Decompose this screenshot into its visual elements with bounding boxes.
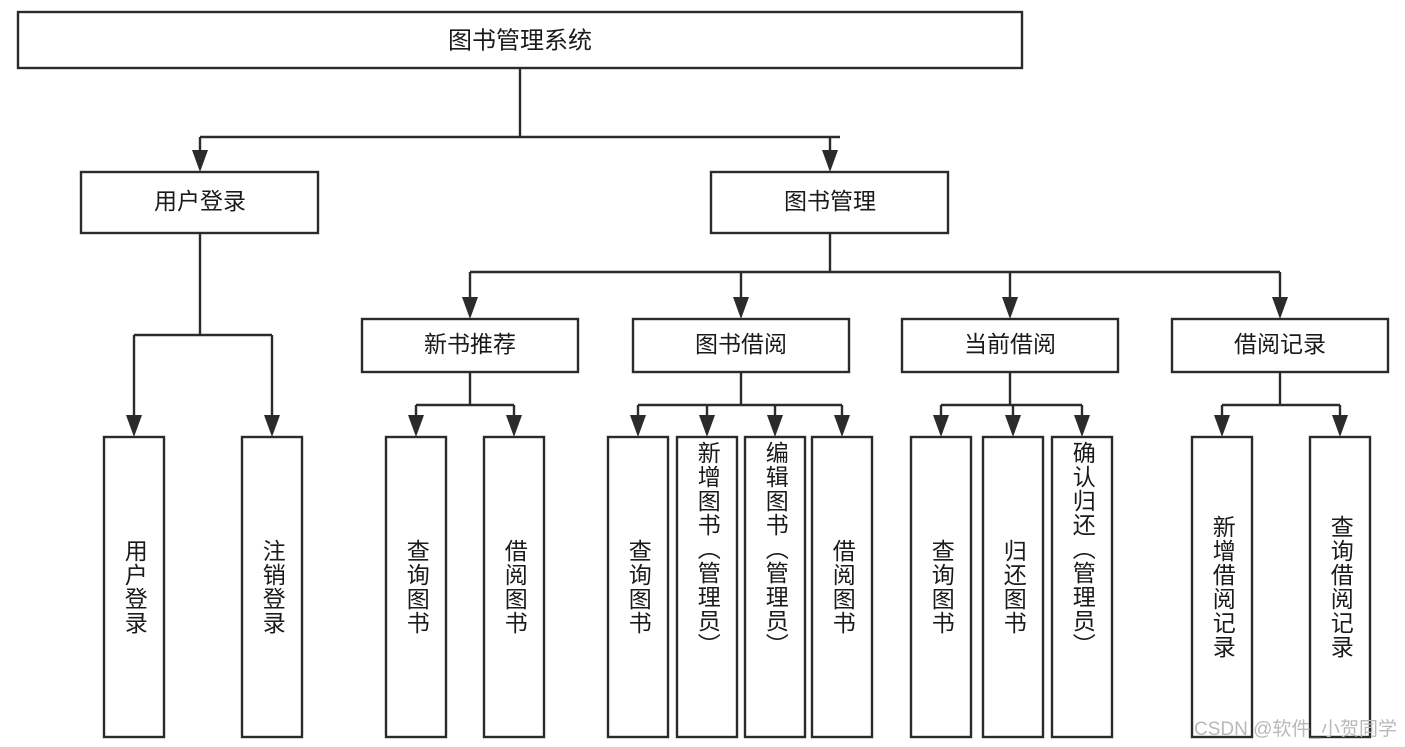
node-borrow-record[interactable]: 借阅记录 (1170, 317, 1390, 374)
book-manage-label: 图书管理 (784, 188, 876, 214)
root-node-box[interactable] (16, 10, 1024, 70)
arrow-bm-to-bookborrow (733, 297, 749, 319)
leaf-box-borrow-book-2[interactable] (810, 435, 874, 739)
edges-userlogin-to-leaves (126, 233, 280, 437)
new-book-recommend-box[interactable] (360, 317, 580, 374)
leaf-boxes (102, 435, 1372, 739)
book-borrow-box[interactable] (631, 317, 851, 374)
leaf-box-add-book-admin[interactable] (675, 435, 739, 739)
borrow-record-label: 借阅记录 (1234, 331, 1326, 357)
book-manage-box[interactable] (709, 170, 950, 235)
node-book-borrow[interactable]: 图书借阅 (631, 317, 851, 374)
leaf-box-logout-login[interactable] (240, 435, 304, 739)
user-login-label: 用户登录 (154, 188, 246, 214)
arrow-bb-to-borrow (834, 415, 850, 437)
new-book-recommend-label: 新书推荐 (424, 331, 516, 357)
arrow-ul-to-leaf-userlogin (126, 415, 142, 437)
current-borrow-label: 当前借阅 (964, 331, 1056, 357)
root-node-label: 图书管理系统 (448, 27, 592, 54)
arrow-bm-to-newbook (462, 297, 478, 319)
arrow-bb-to-query (630, 415, 646, 437)
node-root-system[interactable]: 图书管理系统 (16, 10, 1024, 70)
arrow-nb-to-query (408, 415, 424, 437)
leaf-box-add-borrow-record[interactable] (1190, 435, 1254, 739)
arrow-cb-to-return (1005, 415, 1021, 437)
edges-bookborrow-to-leaves (630, 372, 850, 437)
arrow-root-to-book-manage (822, 150, 838, 172)
current-borrow-box[interactable] (900, 317, 1120, 374)
book-borrow-label: 图书借阅 (695, 331, 787, 357)
borrow-record-box[interactable] (1170, 317, 1390, 374)
node-book-manage[interactable]: 图书管理 (709, 170, 950, 235)
node-new-book-recommend[interactable]: 新书推荐 (360, 317, 580, 374)
arrow-nb-to-borrow (506, 415, 522, 437)
leaf-box-edit-book-admin[interactable] (743, 435, 807, 739)
leaf-box-return-book[interactable] (981, 435, 1045, 739)
leaf-box-query-book-2[interactable] (606, 435, 670, 739)
arrow-cb-to-confirm (1074, 415, 1090, 437)
arrow-ul-to-leaf-logout (264, 415, 280, 437)
arrow-cb-to-query (933, 415, 949, 437)
node-user-login[interactable]: 用户登录 (79, 170, 320, 235)
edges-borrowrecord-to-leaves (1214, 372, 1348, 437)
arrow-bm-to-currentborrow (1002, 297, 1018, 319)
node-current-borrow[interactable]: 当前借阅 (900, 317, 1120, 374)
edges-currentborrow-to-leaves (933, 372, 1090, 437)
leaf-box-query-book-3[interactable] (909, 435, 973, 739)
edges-newbook-to-leaves (408, 372, 522, 437)
arrow-br-to-query (1332, 415, 1348, 437)
user-login-box[interactable] (79, 170, 320, 235)
leaf-box-query-borrow-record[interactable] (1308, 435, 1372, 739)
leaf-box-user-login[interactable] (102, 435, 166, 739)
arrow-bb-to-add (699, 415, 715, 437)
arrow-bm-to-borrowrecord (1272, 297, 1288, 319)
arrow-bb-to-edit (767, 415, 783, 437)
leaf-box-borrow-book-1[interactable] (482, 435, 546, 739)
edges-root-to-level2 (192, 68, 840, 172)
arrow-br-to-add (1214, 415, 1230, 437)
arrow-root-to-user-login (192, 150, 208, 172)
leaf-box-confirm-return-admin[interactable] (1050, 435, 1114, 739)
edges-bookmanage-to-level3 (462, 233, 1288, 319)
leaf-box-query-book-1[interactable] (384, 435, 448, 739)
